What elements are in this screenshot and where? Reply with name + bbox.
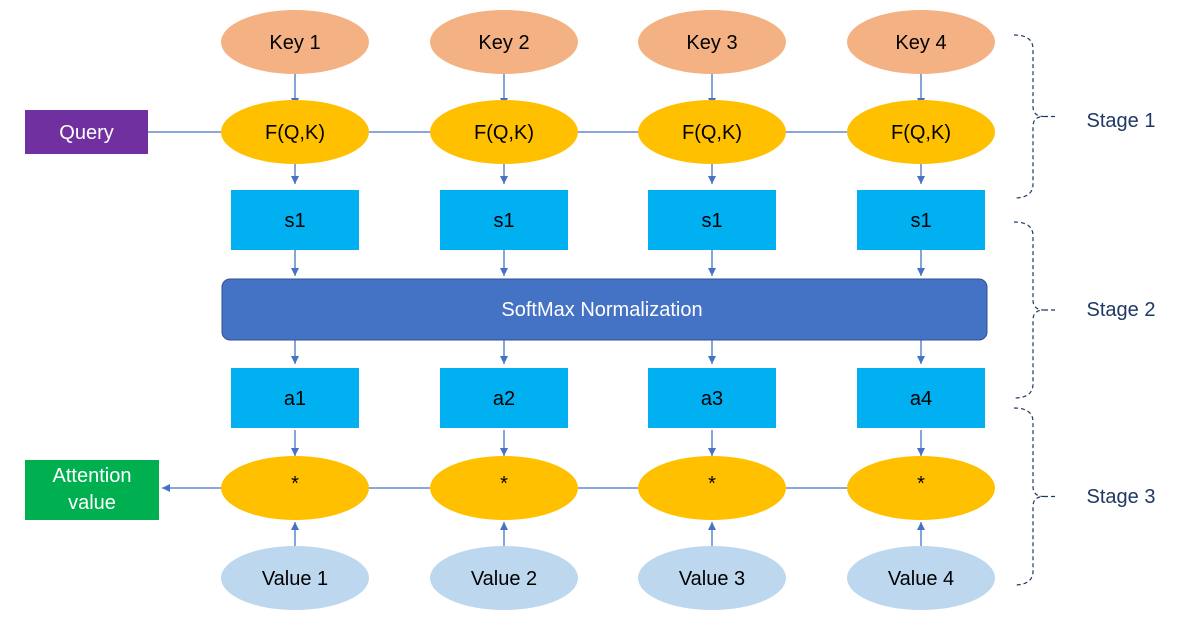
score-function-node-3: F(Q,K)	[638, 100, 786, 164]
attention-value-label-line1: Attention	[53, 465, 132, 487]
value-ellipse-4	[847, 546, 995, 610]
value-node-4: Value 4	[847, 546, 995, 610]
stage-label-1: Stage 1	[1087, 110, 1156, 132]
multiply-label-1: *	[291, 473, 299, 495]
value-node-3: Value 3	[638, 546, 786, 610]
value-node-1: Value 1	[221, 546, 369, 610]
score-box-4	[857, 190, 985, 250]
attention-value-box	[25, 460, 159, 520]
score-node-3: s1	[648, 190, 776, 250]
score-function-ellipse-1	[221, 100, 369, 164]
weight-box-2	[440, 368, 568, 428]
value-label-2: Value 2	[471, 568, 537, 590]
key-node-3: Key 3	[638, 10, 786, 74]
score-node-1: s1	[231, 190, 359, 250]
multiply-ellipse-1	[221, 456, 369, 520]
score-function-label-2: F(Q,K)	[474, 122, 534, 144]
value-label-1: Value 1	[262, 568, 328, 590]
score-function-node-4: F(Q,K)	[847, 100, 995, 164]
stage-bracket-3	[1013, 407, 1045, 586]
multiply-ellipse-2	[430, 456, 578, 520]
score-label-4: s1	[910, 210, 931, 232]
softmax-box	[221, 278, 988, 341]
score-label-2: s1	[493, 210, 514, 232]
weight-node-4: a4	[857, 368, 985, 428]
weight-label-1: a1	[284, 388, 306, 410]
stage-bracket-1	[1013, 34, 1045, 199]
key-label-1: Key 1	[269, 32, 320, 54]
weight-box-1	[231, 368, 359, 428]
score-function-label-3: F(Q,K)	[682, 122, 742, 144]
score-function-label-4: F(Q,K)	[891, 122, 951, 144]
softmax-node: SoftMax Normalization	[221, 278, 988, 341]
key-node-4: Key 4	[847, 10, 995, 74]
score-box-1	[231, 190, 359, 250]
value-ellipse-1	[221, 546, 369, 610]
value-node-2: Value 2	[430, 546, 578, 610]
attention-value-label-line2: value	[68, 492, 116, 514]
query-node: Query	[25, 110, 148, 154]
key-label-4: Key 4	[895, 32, 946, 54]
weight-node-1: a1	[231, 368, 359, 428]
score-function-ellipse-3	[638, 100, 786, 164]
key-ellipse-3	[638, 10, 786, 74]
weight-box-3	[648, 368, 776, 428]
multiply-ellipse-3	[638, 456, 786, 520]
score-box-2	[440, 190, 568, 250]
weight-label-2: a2	[493, 388, 515, 410]
key-label-3: Key 3	[686, 32, 737, 54]
weight-label-3: a3	[701, 388, 723, 410]
multiply-label-2: *	[500, 473, 508, 495]
key-ellipse-4	[847, 10, 995, 74]
value-label-3: Value 3	[679, 568, 745, 590]
score-function-label-1: F(Q,K)	[265, 122, 325, 144]
value-ellipse-2	[430, 546, 578, 610]
key-node-2: Key 2	[430, 10, 578, 74]
multiply-ellipse-4	[847, 456, 995, 520]
score-function-ellipse-4	[847, 100, 995, 164]
key-label-2: Key 2	[478, 32, 529, 54]
score-function-node-2: F(Q,K)	[430, 100, 578, 164]
softmax-label: SoftMax Normalization	[501, 299, 702, 321]
multiply-node-4: *	[847, 456, 995, 520]
query-label: Query	[59, 122, 113, 144]
key-ellipse-1	[221, 10, 369, 74]
value-label-4: Value 4	[888, 568, 954, 590]
score-node-4: s1	[857, 190, 985, 250]
score-node-2: s1	[440, 190, 568, 250]
query-box	[25, 110, 148, 154]
key-node-1: Key 1	[221, 10, 369, 74]
score-label-3: s1	[701, 210, 722, 232]
key-ellipse-2	[430, 10, 578, 74]
stage-bracket-2	[1013, 221, 1045, 399]
score-label-1: s1	[284, 210, 305, 232]
multiply-label-3: *	[708, 473, 716, 495]
weight-node-2: a2	[440, 368, 568, 428]
score-box-3	[648, 190, 776, 250]
multiply-node-1: *	[221, 456, 369, 520]
score-function-ellipse-2	[430, 100, 578, 164]
multiply-node-2: *	[430, 456, 578, 520]
value-ellipse-3	[638, 546, 786, 610]
score-function-node-1: F(Q,K)	[221, 100, 369, 164]
multiply-node-3: *	[638, 456, 786, 520]
weight-node-3: a3	[648, 368, 776, 428]
weight-box-4	[857, 368, 985, 428]
attention-value-node: Attention value	[25, 460, 159, 520]
stage-label-2: Stage 2	[1087, 299, 1156, 321]
weight-label-4: a4	[910, 388, 932, 410]
stage-label-3: Stage 3	[1087, 486, 1156, 508]
multiply-label-4: *	[917, 473, 925, 495]
